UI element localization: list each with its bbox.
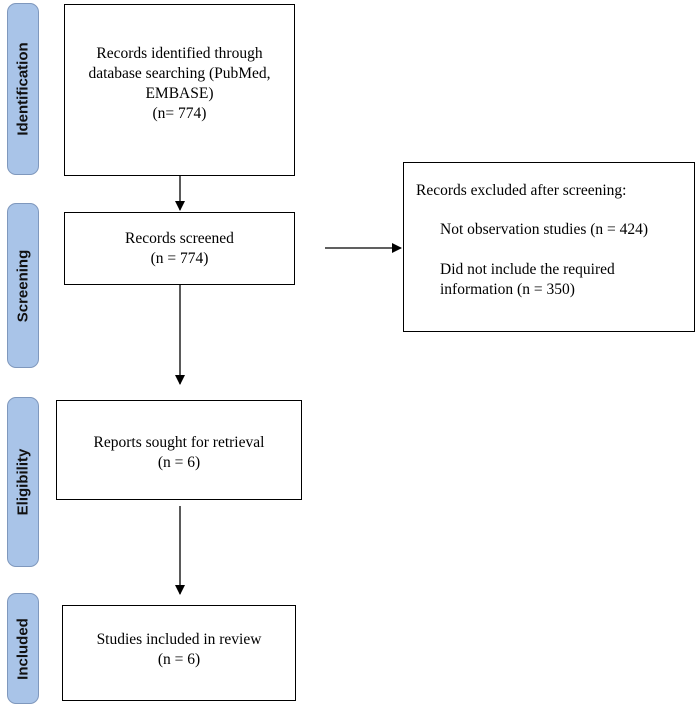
excluded-box: Records excluded after screening: Not ob… — [403, 162, 695, 332]
identified-line-3: EMBASE) — [145, 85, 214, 102]
excluded-reason-2-line-1: Did not include the required — [440, 261, 615, 278]
retrieval-box: Reports sought for retrieval (n = 6) — [56, 400, 302, 500]
identified-line-1: Records identified through — [96, 45, 263, 62]
screened-line-1: Records screened — [125, 230, 234, 247]
identified-line-2: database searching (PubMed, — [88, 65, 271, 82]
retrieval-count: (n = 6) — [157, 454, 201, 471]
phase-identification: Identification — [7, 3, 39, 175]
included-box: Studies included in review (n = 6) — [62, 605, 296, 701]
retrieval-line-1: Reports sought for retrieval — [93, 434, 265, 451]
excluded-title: Records excluded after screening: — [416, 182, 627, 199]
phase-included: Included — [7, 593, 39, 704]
phase-screening: Screening — [7, 203, 39, 368]
included-count: (n = 6) — [157, 651, 201, 668]
screened-box: Records screened (n = 774) — [64, 212, 295, 285]
included-line-1: Studies included in review — [96, 631, 262, 648]
excluded-reason-1: Not observation studies (n = 424) — [440, 221, 649, 238]
screened-count: (n = 774) — [150, 250, 209, 267]
phase-eligibility: Eligibility — [7, 397, 39, 567]
identified-box: Records identified through database sear… — [64, 4, 295, 176]
identified-count: (n= 774) — [152, 105, 207, 122]
excluded-reason-2-line-2: information (n = 350) — [440, 281, 575, 298]
